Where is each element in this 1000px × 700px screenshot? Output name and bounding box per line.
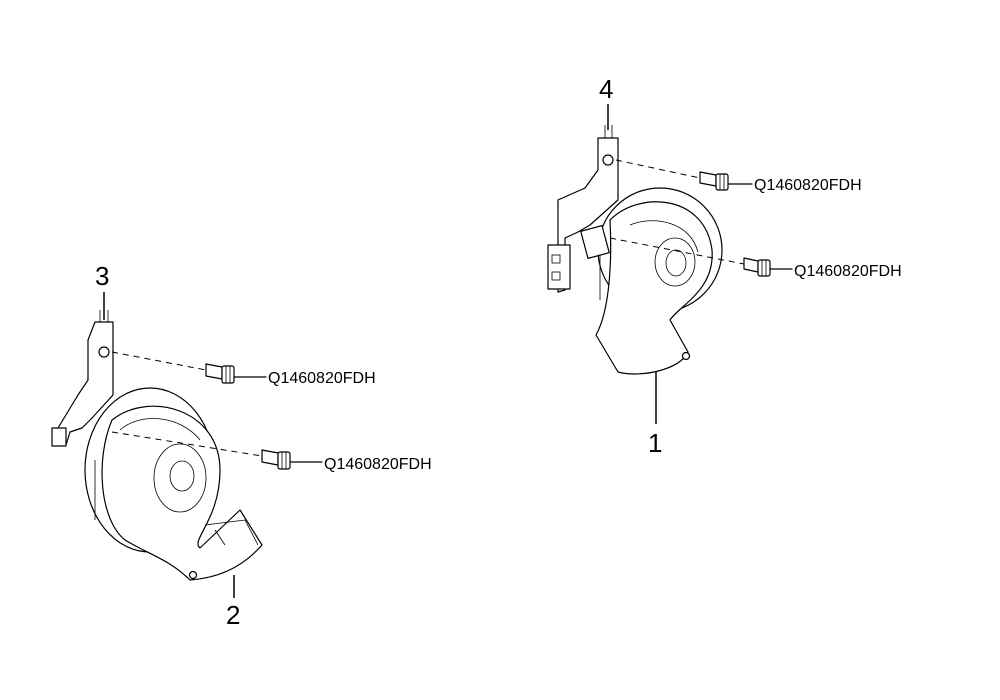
bracket-3 — [51, 310, 114, 447]
callout-1: 1 — [648, 428, 662, 458]
horn-right-assembly — [547, 125, 793, 375]
screw-left-lower — [261, 449, 323, 470]
callout-2: 2 — [226, 600, 240, 630]
screw-right-lower — [743, 257, 793, 277]
fastener-code-left-upper: Q1460820FDH — [268, 370, 376, 387]
horn-1-body — [580, 187, 723, 375]
horn-2-body — [84, 387, 263, 581]
callout-3: 3 — [95, 261, 109, 291]
fastener-code-left-lower: Q1460820FDH — [324, 456, 432, 473]
fastener-code-right-upper: Q1460820FDH — [754, 177, 862, 194]
horn-left-assembly — [51, 310, 323, 581]
fastener-code-right-lower: Q1460820FDH — [794, 263, 902, 280]
screw-left-upper — [205, 363, 267, 384]
bracket-4 — [547, 125, 619, 293]
callout-4: 4 — [599, 74, 613, 104]
screw-right-upper — [699, 171, 753, 191]
